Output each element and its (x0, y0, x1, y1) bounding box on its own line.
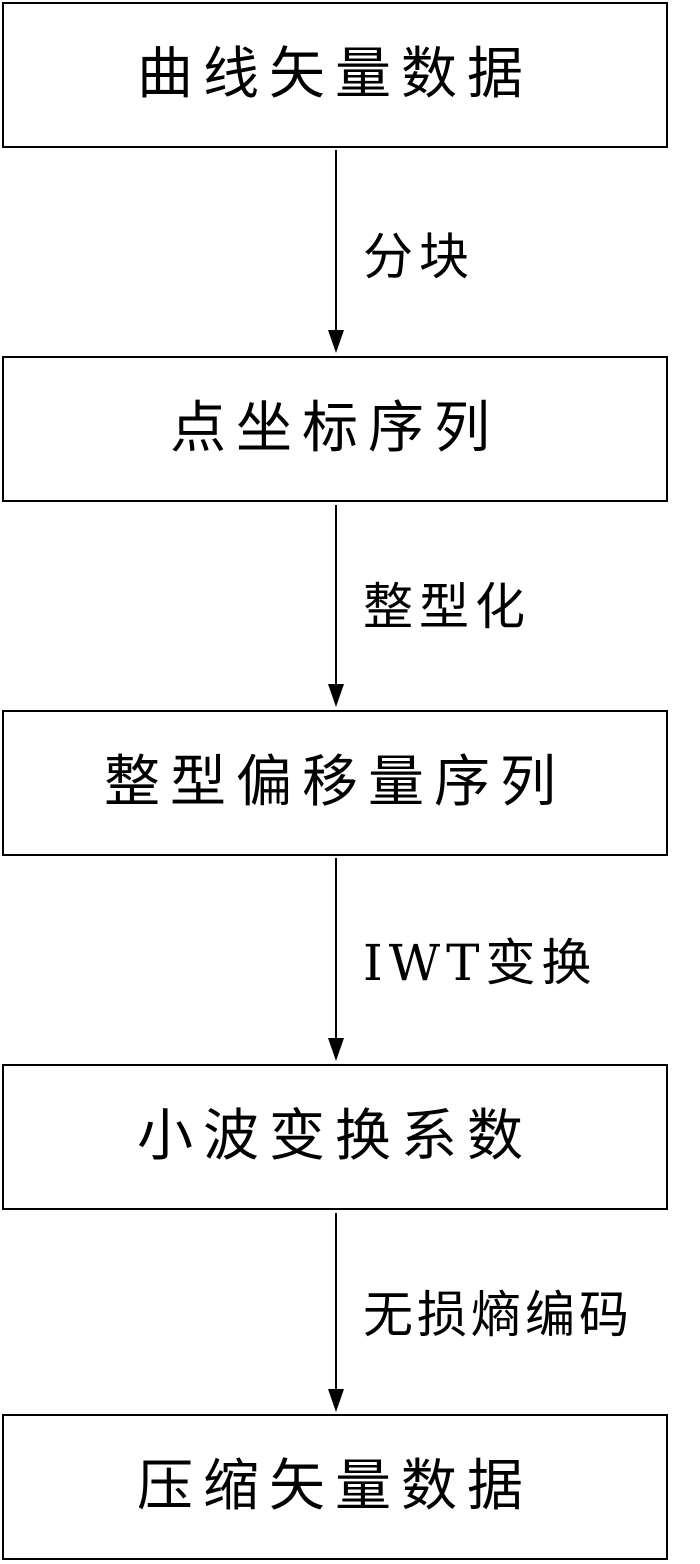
node-wavelet-coefficients: 小波变换系数 (2, 1064, 668, 1210)
node-curve-vector-data: 曲线矢量数据 (2, 2, 668, 148)
node-compressed-vector-data: 压缩矢量数据 (2, 1414, 668, 1560)
arrow-2 (328, 505, 344, 707)
edge-label-lossless-entropy-coding: 无损熵编码 (363, 1286, 633, 1344)
node-label: 曲线矢量数据 (137, 42, 533, 107)
node-point-coordinate-sequence: 点坐标序列 (2, 356, 668, 502)
node-label: 点坐标序列 (170, 396, 500, 461)
arrow-3 (328, 858, 344, 1061)
edge-label-integerization: 整型化 (363, 578, 531, 636)
node-label: 整型偏移量序列 (104, 750, 566, 815)
edge-label-iwt-transform: IWT变换 (363, 934, 598, 992)
node-integer-offset-sequence: 整型偏移量序列 (2, 710, 668, 856)
node-label: 小波变换系数 (137, 1104, 533, 1169)
node-label: 压缩矢量数据 (137, 1454, 533, 1519)
arrow-1 (328, 150, 344, 353)
arrow-4 (328, 1213, 344, 1412)
edge-label-blocking: 分块 (363, 228, 475, 286)
